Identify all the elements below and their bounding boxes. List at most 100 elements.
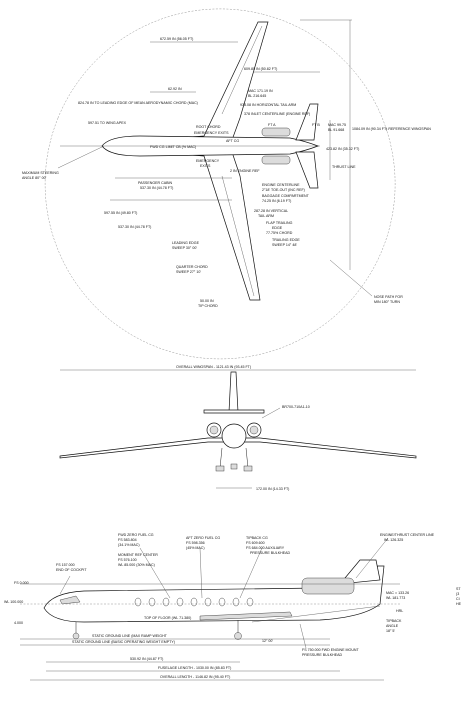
engine-cl-2: 2°18' TOE-OUT (INC REF) <box>262 188 305 192</box>
dim-right-small: 423.82 IN (35.32 FT) <box>326 147 359 151</box>
exits: EXITS <box>200 164 211 168</box>
fs-750-1: FS 750.000 FWD ENGINE MOUNT <box>302 648 360 652</box>
trailing-1: TRAILING EDGE <box>272 238 300 242</box>
window <box>162 597 170 607</box>
fs-0: FS 0.000 <box>14 581 29 585</box>
gear-right <box>245 447 249 469</box>
wheel-right <box>243 465 253 472</box>
vertical-tail-2: TAIL ARM <box>258 214 274 218</box>
mac-1: MAC = 133.26 <box>386 591 409 595</box>
window <box>148 597 156 607</box>
horizontal-tail-lower <box>295 151 319 189</box>
side-clip-1: ST <box>456 587 461 591</box>
flap-3: 77.75% CHORD <box>266 231 293 235</box>
cockpit-window <box>59 595 81 605</box>
steering-line <box>57 145 105 169</box>
top-floor: TOP OF FLOOR (WL 71.380) <box>144 616 191 620</box>
front-horizontal-tail <box>203 409 265 414</box>
window <box>134 597 142 607</box>
main-wheel <box>234 632 242 640</box>
tipback-angle-3: 18° 5' <box>386 629 395 633</box>
leader <box>355 537 389 579</box>
fs-750-2: PRESSURE BULKHEAD <box>302 653 343 657</box>
baggage-2: 74.25 IN (6.19 FT) <box>262 199 291 203</box>
wheel-nose <box>230 463 238 470</box>
engine-upper <box>261 127 291 137</box>
horizontal-tail-upper <box>295 103 319 141</box>
wheel-left <box>215 465 225 472</box>
passenger-cabin-2: 537.30 IN (44.78 FT) <box>140 186 173 190</box>
mac-wing-1: MAC 99.75 <box>328 123 346 127</box>
leading-sweep-1: LEADING EDGE <box>172 241 200 245</box>
hrl: HRL <box>396 609 403 613</box>
side-wing <box>199 611 293 621</box>
quarter-2: SWEEP 27° 10' <box>176 270 201 274</box>
fwd-zero-fuel-1: FWD ZERO FUEL CG <box>118 533 154 537</box>
tail-arm: 978.08 IN HORIZONTAL TAIL ARM <box>240 103 296 107</box>
vertical-tail-1: 287.28 IN VERTICAL <box>254 209 288 213</box>
tipback-line <box>251 605 381 623</box>
moment-3: WL 85.000 (30% MAC) <box>118 563 155 567</box>
trailing-2: SWEEP 14° 48' <box>272 243 297 247</box>
front-engine-label: BR700-710A1-10 <box>282 405 310 409</box>
thrust-line: THRUST LINE <box>332 165 356 169</box>
side-clip-2: (3 <box>456 592 459 596</box>
front-vertical-tail <box>228 371 239 413</box>
dim-left-1: 597.55 IN (49.80 FT) <box>104 211 137 215</box>
side-engine <box>301 577 355 595</box>
side-clip-4: HE <box>456 602 462 606</box>
moment-2: FS 576.100 <box>118 558 137 562</box>
window <box>204 597 212 607</box>
baggage-1: BAGGAGE COMPARTMENT <box>262 194 310 198</box>
turn-radius-arc <box>44 13 396 360</box>
gear-left <box>219 447 223 469</box>
passenger-cabin-1: PASSENGER CABIN <box>138 181 172 185</box>
window <box>218 597 226 607</box>
tip-chord-2: TIP CHORD <box>198 304 218 308</box>
front-engine-left-fan <box>209 425 219 435</box>
leader <box>199 547 203 599</box>
max-steering-1: MAXIMUM STEERING <box>22 171 59 175</box>
mac-tail-1: MAC 171.19 IN <box>248 89 273 93</box>
top-view: 672.59 IN (56.05 FT) 609.80 IN (50.82 FT… <box>22 8 431 360</box>
tipback-angle-1: TIPBACK <box>386 619 402 623</box>
tipback-1: TIPBACK CG <box>246 536 268 540</box>
ft-b: FT B <box>312 123 320 127</box>
fwd-zero-fuel-2: FS 583.804 <box>118 538 137 542</box>
wl-100: WL 100.000 <box>4 600 23 604</box>
window <box>190 597 198 607</box>
emergency-exits: EMERGENCY EXITS <box>194 131 229 135</box>
fs-157-1: FS 157.000 <box>56 563 75 567</box>
mac-tail-2: BL 216.645 <box>248 94 266 98</box>
inlet-cl: 378 INLET CENTERLINE (ENGINE REF) <box>244 112 310 116</box>
ground-basic: STATIC GROUND LINE (BASIC OPERATING WEIG… <box>72 640 175 644</box>
dim-530-label: 530.92 IN (44.87 FT) <box>130 657 163 661</box>
ft-a: FT A <box>268 123 276 127</box>
nose-path-2: MIN 180° TURN <box>374 300 400 304</box>
side-windows <box>134 597 254 607</box>
to-wing-apex: 597.51 TO WING APEX <box>88 121 127 125</box>
leading-sweep-2: SWEEP 30° 00' <box>172 246 197 250</box>
nose-wheel <box>72 632 80 640</box>
window <box>176 597 184 607</box>
fs-157-2: END OF COCKPIT <box>56 568 87 572</box>
max-steering-2: ANGLE 80° 00' <box>22 176 47 180</box>
leader <box>299 623 307 649</box>
nose-path-1: NOSE PATH FOR <box>374 295 403 299</box>
fuselage-length: FUSELAGE LENGTH - 1030.00 IN (85.83 FT) <box>158 666 231 670</box>
window <box>232 597 240 607</box>
flap-1: FLAP TRAILING <box>266 221 293 225</box>
mac-wing-2: BL 91.668 <box>328 128 344 132</box>
side-clip-3: CI <box>456 597 460 601</box>
front-view: OVERALL WINGSPAN - 1121.43 IN (93.45 FT)… <box>59 365 417 491</box>
leader <box>239 547 263 599</box>
leader <box>139 547 171 599</box>
aft-zero-1: AFT ZERO FUEL CG <box>186 536 220 540</box>
quarter-1: QUARTER CHORD <box>176 265 208 269</box>
engine-thrust-2: WL 126.325 <box>384 538 403 542</box>
window <box>246 597 254 607</box>
aux-1: FS 684.000 AUXILIARY <box>246 546 285 550</box>
wing-spar <box>221 25 263 115</box>
aft-zero-2: FS 598.356 <box>186 541 205 545</box>
